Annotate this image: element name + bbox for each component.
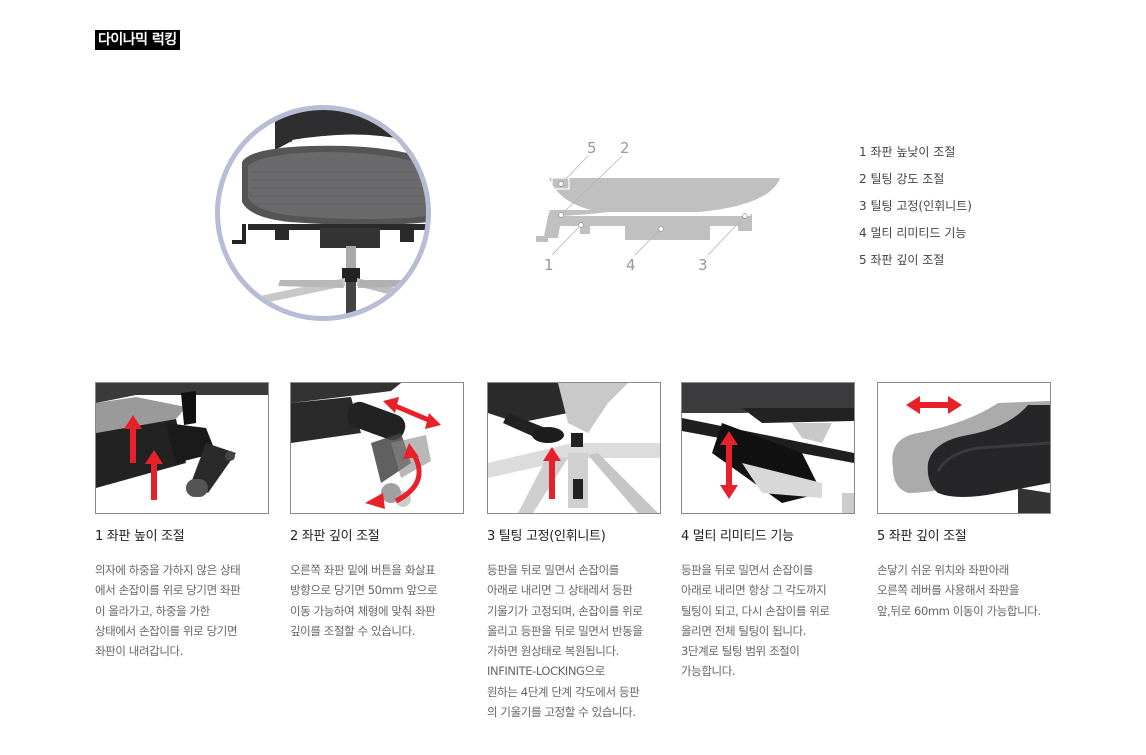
mechanism-diagram: 5 2 1 4 3 [536, 139, 780, 274]
feature-seat-slide: 5 좌판 깊이 조절 손닿기 쉬운 위치와 좌판아래 오른쪽 레버를 사용해서 … [877, 382, 1052, 621]
feature-title: 4 멀티 리미티드 기능 [681, 529, 794, 544]
feature-title: 1 좌판 높이 조절 [95, 529, 185, 544]
feature-photo-seat-slide [877, 382, 1051, 514]
feature-photo-seat-depth [290, 382, 464, 514]
arrow-up-icon [124, 415, 163, 500]
diagram-legend: 1 좌판 높낮이 조절 2 틸팅 강도 조절 3 틸팅 고정(인휘니트) 4 멀… [859, 142, 972, 277]
feature-multi-limited: 4 멀티 리미티드 기능 등판을 뒤로 밀면서 손잡이를 아래로 내리면 항상 … [681, 382, 856, 682]
callout-3: 3 [698, 256, 708, 274]
arrow-updown-icon [720, 431, 738, 499]
feature-photo-seat-height [95, 382, 269, 514]
legend-item: 1 좌판 높낮이 조절 [859, 145, 956, 159]
legend-item: 3 틸팅 고정(인휘니트) [859, 199, 972, 213]
arrow-up-icon [543, 447, 561, 499]
legend-item: 4 멀티 리미티드 기능 [859, 226, 967, 240]
feature-seat-depth: 2 좌판 깊이 조절 오른쪽 좌판 밑에 버튼을 화살표 방향으로 당기면 50… [290, 382, 465, 641]
legend-item: 2 틸팅 강도 조절 [859, 172, 945, 186]
section-title: 다이나믹 럭킹 [95, 30, 180, 50]
callout-4: 4 [626, 256, 636, 274]
double-arrow-icon [365, 397, 441, 509]
double-arrow-horizontal-icon [906, 396, 962, 414]
feature-description: 등판을 뒤로 밀면서 손잡이를 아래로 내리면 항상 그 각도까지 틸팅이 되고… [681, 563, 830, 679]
hero-chair-image [215, 105, 431, 321]
feature-title: 5 좌판 깊이 조절 [877, 529, 967, 544]
chair-illustration-icon [232, 110, 426, 316]
legend-item: 5 좌판 깊이 조절 [859, 253, 945, 267]
feature-photo-tilt-lock [487, 382, 661, 514]
callout-1: 1 [544, 256, 554, 274]
feature-description: 등판을 뒤로 밀면서 손잡이를 아래로 내리면 그 상태레서 등판 기울기가 고… [487, 563, 643, 720]
feature-seat-height: 1 좌판 높이 조절 의자에 하중을 가하지 않은 상태 에서 손잡이를 위로 … [95, 382, 270, 661]
feature-title: 2 좌판 깊이 조절 [290, 529, 380, 544]
feature-description: 의자에 하중을 가하지 않은 상태 에서 손잡이를 위로 당기면 좌판 이 올라… [95, 563, 241, 659]
feature-photo-multi-limited [681, 382, 855, 514]
callout-2: 2 [620, 139, 630, 157]
feature-description: 손닿기 쉬운 위치와 좌판아래 오른쪽 레버를 사용해서 좌판을 앞,뒤로 60… [877, 563, 1041, 618]
feature-description: 오른쪽 좌판 밑에 버튼을 화살표 방향으로 당기면 50mm 앞으로 이동 가… [290, 563, 438, 638]
callout-5: 5 [587, 139, 597, 157]
feature-title: 3 틸팅 고정(인휘니트) [487, 529, 606, 544]
feature-tilt-lock: 3 틸팅 고정(인휘니트) 등판을 뒤로 밀면서 손잡이를 아래로 내리면 그 … [487, 382, 662, 722]
